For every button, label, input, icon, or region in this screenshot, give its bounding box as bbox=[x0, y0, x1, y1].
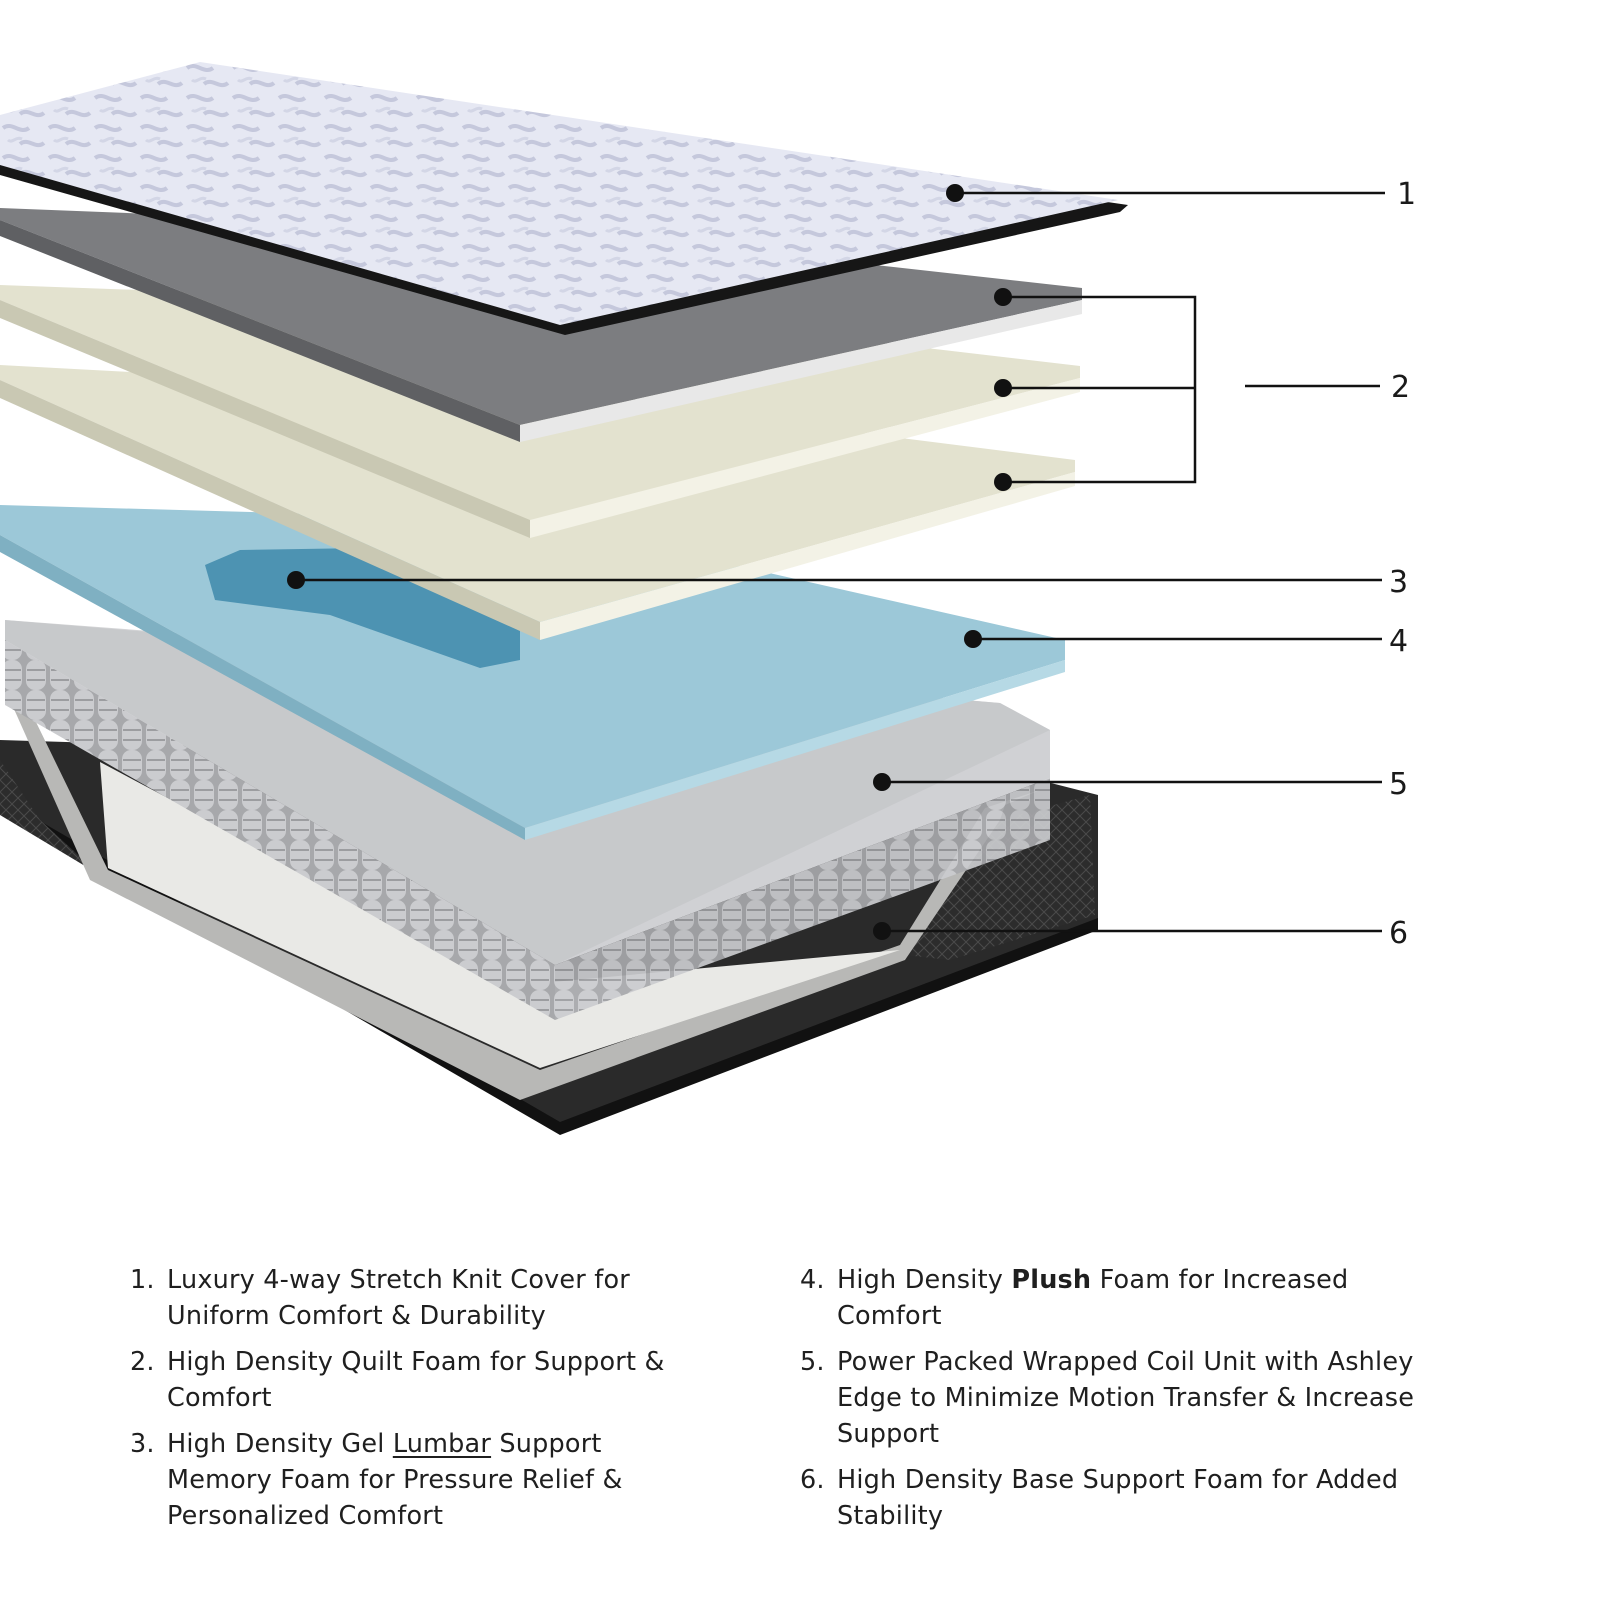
legend-item-number: 3. bbox=[130, 1429, 155, 1459]
legend-item-6: 6. High Density Base Support Foam for Ad… bbox=[800, 1462, 1440, 1534]
callout-dot-2c bbox=[994, 473, 1012, 491]
legend-item-text: High Density Base Support Foam for Added… bbox=[837, 1465, 1399, 1531]
callout-number-3: 3 bbox=[1389, 565, 1408, 600]
legend-item-text: Luxury 4-way Stretch Knit Cover for Unif… bbox=[167, 1265, 630, 1331]
callout-numbers: 1 2 3 4 5 6 bbox=[1389, 177, 1416, 951]
callout-dot-6 bbox=[873, 922, 891, 940]
callout-dots bbox=[287, 184, 1012, 940]
legend-item-number: 1. bbox=[130, 1265, 155, 1295]
legend-item-number: 2. bbox=[130, 1347, 155, 1377]
legend-item-text: Power Packed Wrapped Coil Unit with Ashl… bbox=[837, 1347, 1415, 1449]
legend-left-column: 1. Luxury 4-way Stretch Knit Cover for U… bbox=[130, 1262, 690, 1544]
legend-right-column: 4. High Density Plush Foam for Increased… bbox=[800, 1262, 1440, 1544]
underlined-word: Lumbar bbox=[392, 1429, 492, 1459]
callout-dot-5 bbox=[873, 773, 891, 791]
mattress-layers-diagram: 1 2 3 4 5 6 bbox=[0, 62, 1416, 1135]
callout-dot-1 bbox=[946, 184, 964, 202]
callout-number-1: 1 bbox=[1397, 177, 1416, 212]
callout-number-4: 4 bbox=[1389, 624, 1408, 659]
gel-lumbar-foam-layer bbox=[205, 548, 520, 668]
legend-item-text: High Density Quilt Foam for Support & Co… bbox=[167, 1347, 665, 1413]
bold-word: Plush bbox=[1011, 1265, 1092, 1295]
legend-item-number: 4. bbox=[800, 1265, 825, 1295]
callout-leaders bbox=[296, 191, 1385, 933]
base-foam bbox=[10, 700, 1040, 1100]
legend-item-number: 6. bbox=[800, 1465, 825, 1495]
callout-number-6: 6 bbox=[1389, 916, 1408, 951]
callout-dot-2a bbox=[994, 288, 1012, 306]
legend-item-text: High Density Plush Foam for Increased Co… bbox=[837, 1265, 1349, 1331]
callout-dot-2b bbox=[994, 379, 1012, 397]
legend-item-text: High Density Gel Lumbar Support Memory F… bbox=[167, 1429, 623, 1531]
legend-item-2: 2. High Density Quilt Foam for Support &… bbox=[130, 1344, 690, 1416]
legend-item-4: 4. High Density Plush Foam for Increased… bbox=[800, 1262, 1440, 1334]
knit-cover-layer bbox=[0, 62, 1128, 335]
callout-dot-3 bbox=[287, 571, 305, 589]
callout-dot-4 bbox=[964, 630, 982, 648]
legend-item-5: 5. Power Packed Wrapped Coil Unit with A… bbox=[800, 1344, 1440, 1452]
legend-item-3: 3. High Density Gel Lumbar Support Memor… bbox=[130, 1426, 690, 1534]
callout-number-2: 2 bbox=[1391, 370, 1410, 405]
callout-number-5: 5 bbox=[1389, 767, 1408, 802]
legend-item-1: 1. Luxury 4-way Stretch Knit Cover for U… bbox=[130, 1262, 690, 1334]
legend-item-number: 5. bbox=[800, 1347, 825, 1377]
